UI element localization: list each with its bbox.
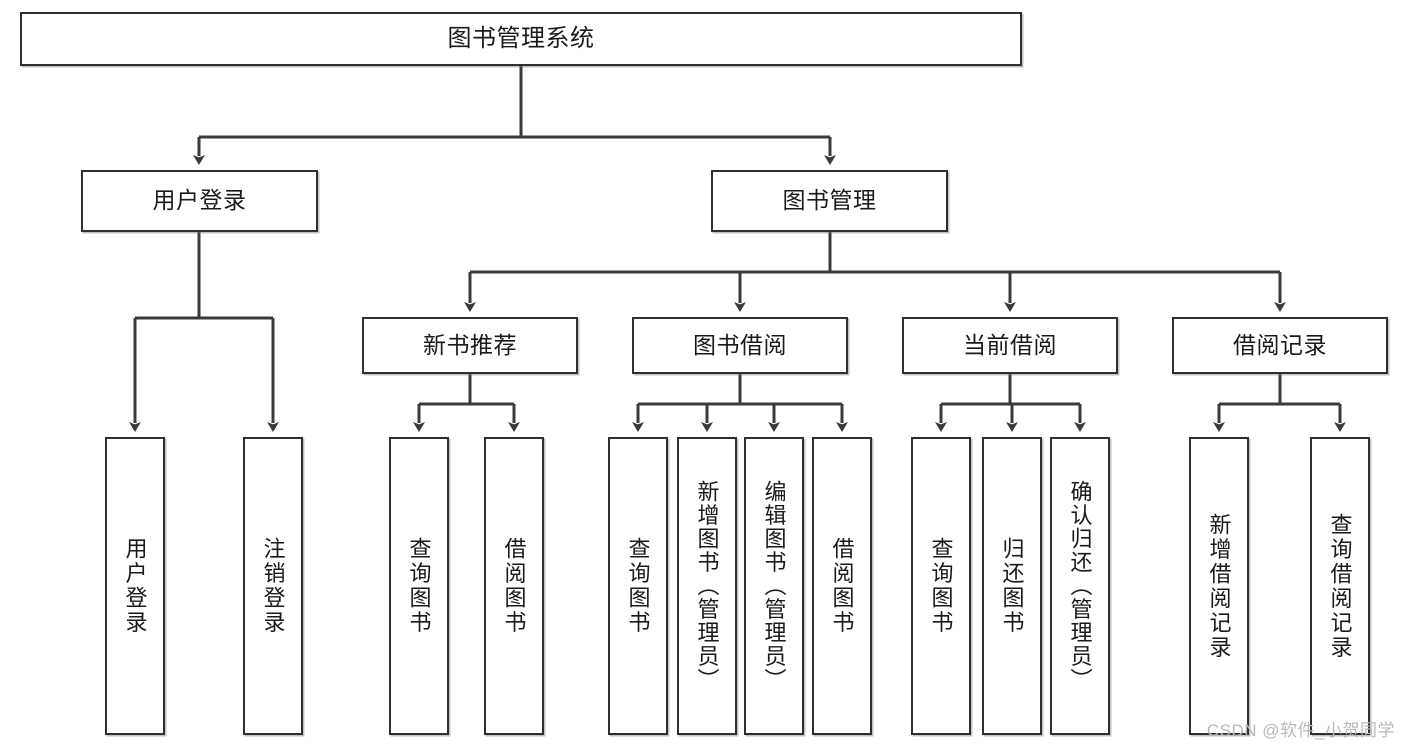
node-leaf-query-book-1-label: 查询图书 <box>406 537 432 635</box>
node-leaf-query-record-label: 查询借阅记录 <box>1327 512 1353 660</box>
node-leaf-query-book-2[interactable]: 查询图书 <box>608 437 668 735</box>
node-leaf-return-book-label: 归还图书 <box>999 537 1025 635</box>
node-leaf-user-login[interactable]: 用户登录 <box>105 437 165 735</box>
node-borrow-record-label: 借阅记录 <box>1233 331 1327 358</box>
node-leaf-logout[interactable]: 注销登录 <box>243 437 303 735</box>
node-leaf-logout-label: 注销登录 <box>260 537 286 635</box>
node-leaf-query-book-3[interactable]: 查询图书 <box>911 437 971 735</box>
csdn-watermark: CSDN @软件_小贺同学 <box>1206 721 1395 740</box>
node-leaf-confirm-return[interactable]: 确认归还（管理员） <box>1050 437 1110 735</box>
node-leaf-borrow-book-1-label: 借阅图书 <box>501 537 527 635</box>
node-leaf-query-book-2-label: 查询图书 <box>625 537 651 635</box>
node-new-book-rec-label: 新书推荐 <box>423 331 517 358</box>
node-user-login-label: 用户登录 <box>152 187 247 214</box>
node-leaf-edit-book[interactable]: 编辑图书（管理员） <box>744 437 804 735</box>
node-leaf-add-book[interactable]: 新增图书（管理员） <box>677 437 737 735</box>
node-leaf-edit-book-label: 编辑图书（管理员） <box>761 480 787 692</box>
node-leaf-borrow-book-2[interactable]: 借阅图书 <box>812 437 872 735</box>
node-leaf-user-login-label: 用户登录 <box>122 537 148 635</box>
node-leaf-borrow-book-1[interactable]: 借阅图书 <box>484 437 544 735</box>
node-current-borrow-label: 当前借阅 <box>963 331 1057 358</box>
node-leaf-borrow-book-2-label: 借阅图书 <box>829 537 855 635</box>
node-current-borrow[interactable]: 当前借阅 <box>902 317 1118 374</box>
node-book-manage-label: 图书管理 <box>782 187 877 214</box>
node-book-manage[interactable]: 图书管理 <box>711 170 948 232</box>
node-book-borrow-label: 图书借阅 <box>693 331 787 358</box>
node-root-label: 图书管理系统 <box>447 24 595 52</box>
node-leaf-add-record-label: 新增借阅记录 <box>1206 512 1232 660</box>
node-borrow-record[interactable]: 借阅记录 <box>1172 317 1388 374</box>
node-leaf-add-record[interactable]: 新增借阅记录 <box>1189 437 1249 735</box>
node-leaf-query-book-3-label: 查询图书 <box>928 537 954 635</box>
node-leaf-return-book[interactable]: 归还图书 <box>982 437 1042 735</box>
node-leaf-query-record[interactable]: 查询借阅记录 <box>1310 437 1370 735</box>
node-root[interactable]: 图书管理系统 <box>20 12 1022 66</box>
node-leaf-confirm-return-label: 确认归还（管理员） <box>1067 480 1093 692</box>
node-user-login[interactable]: 用户登录 <box>81 170 318 232</box>
node-book-borrow[interactable]: 图书借阅 <box>632 317 848 374</box>
node-leaf-add-book-label: 新增图书（管理员） <box>694 480 720 692</box>
node-new-book-rec[interactable]: 新书推荐 <box>362 317 578 374</box>
node-leaf-query-book-1[interactable]: 查询图书 <box>389 437 449 735</box>
